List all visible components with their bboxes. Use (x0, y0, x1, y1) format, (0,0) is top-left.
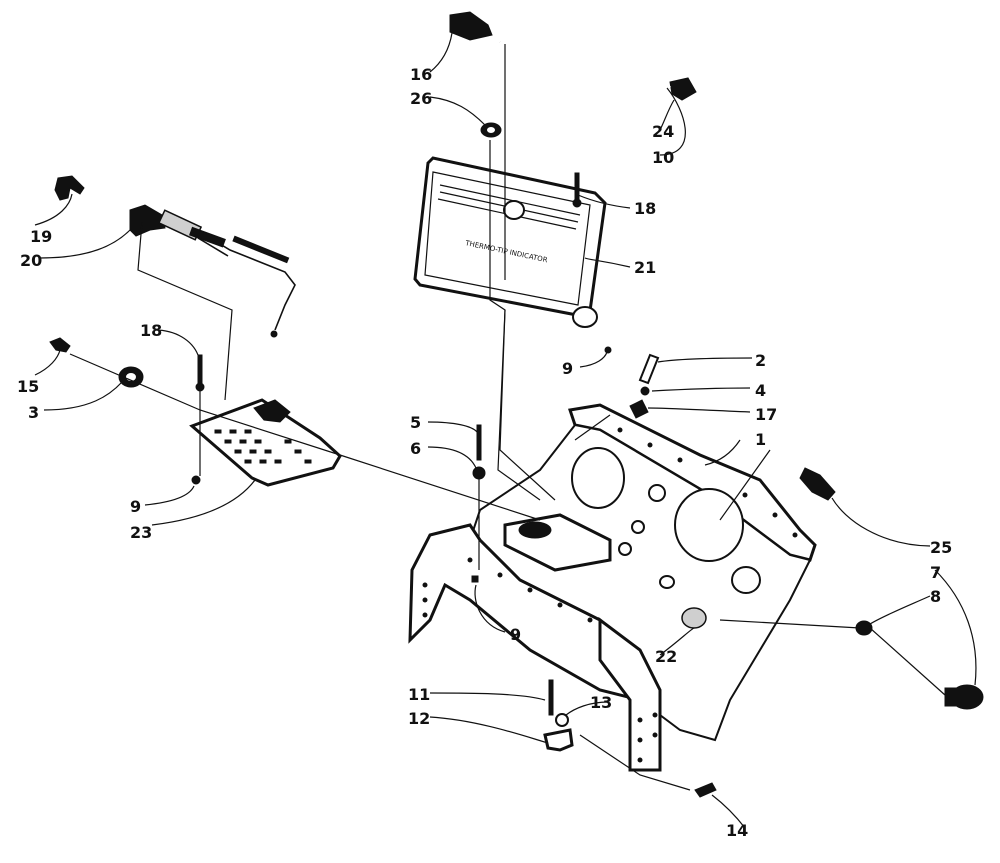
callout-9-top: 9 (562, 359, 573, 378)
callout-21: 21 (634, 258, 656, 277)
callout-22: 22 (655, 647, 677, 666)
tray-part-23 (189, 398, 342, 487)
callout-3: 3 (28, 403, 39, 422)
callout-24: 24 (652, 122, 674, 141)
callout-19: 19 (30, 227, 52, 246)
callout-11: 11 (408, 685, 430, 704)
callout-13: 13 (590, 693, 612, 712)
callout-16: 16 (410, 65, 432, 84)
callout-leaders (34, 32, 977, 829)
hose-10 (499, 41, 671, 89)
callout-6: 6 (410, 439, 421, 458)
callout-20: 20 (20, 251, 42, 270)
callout-26: 26 (410, 89, 432, 108)
callout-14: 14 (726, 821, 748, 840)
dash-decal-panel: THERMO-TIP INDICATOR (413, 156, 607, 318)
callout-18-top: 18 (634, 199, 656, 218)
dash-panel (408, 403, 817, 772)
callout-18-left: 18 (140, 321, 162, 340)
hardware (49, 11, 984, 798)
callout-25: 25 (930, 538, 952, 557)
callout-10: 10 (652, 148, 674, 167)
callout-2: 2 (755, 351, 766, 370)
gauge-hole-right (674, 488, 744, 562)
gauge-hole-left (571, 447, 625, 509)
callout-5: 5 (410, 413, 421, 432)
callout-7: 7 (930, 563, 941, 582)
callout-8: 8 (930, 587, 941, 606)
callout-4: 4 (755, 381, 766, 400)
callout-17: 17 (755, 405, 777, 424)
callout-9-left: 9 (130, 497, 141, 516)
callout-1: 1 (755, 430, 766, 449)
callout-12: 12 (408, 709, 430, 728)
choke-assembly (54, 175, 296, 338)
leader-lines (69, 44, 946, 791)
callout-15: 15 (17, 377, 39, 396)
callout-9-mid: 9 (510, 625, 521, 644)
callout-labels: 1 2 3 4 5 6 7 8 9 9 9 9 10 11 12 13 14 1… (17, 65, 952, 840)
callout-23: 23 (130, 523, 152, 542)
